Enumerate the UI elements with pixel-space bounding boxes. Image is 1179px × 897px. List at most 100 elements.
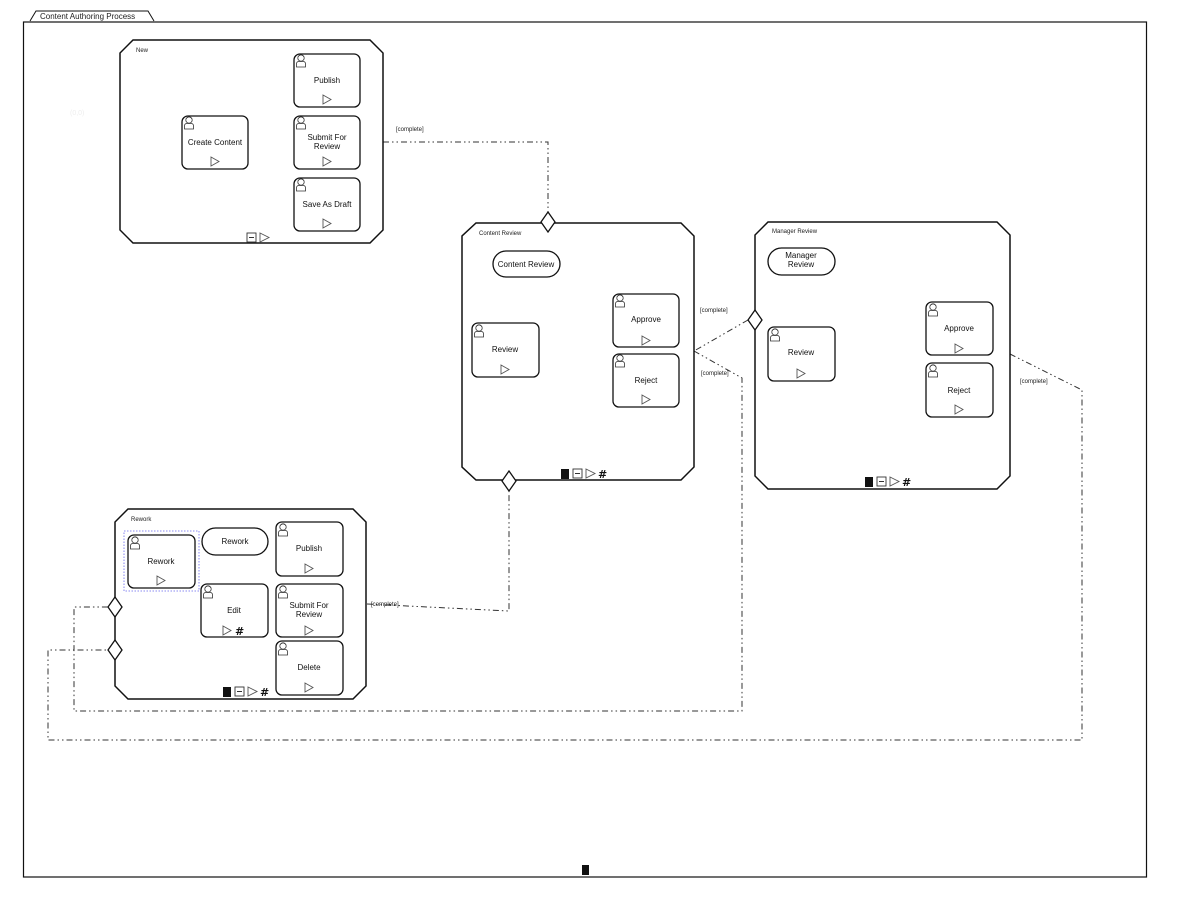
- task-reject[interactable]: Reject: [612, 353, 680, 408]
- transition-content-review-to-rework[interactable]: [73, 350, 743, 712]
- entry-gateway[interactable]: [107, 595, 123, 619]
- role-content-review[interactable]: Content Review: [492, 250, 561, 278]
- play-icon: [304, 682, 314, 693]
- state-toolbar: #: [865, 476, 911, 489]
- task-label-line: Review: [314, 142, 340, 151]
- filled-box-icon[interactable]: [223, 687, 231, 697]
- entry-gateway[interactable]: [540, 210, 556, 234]
- minus-box-icon[interactable]: [246, 232, 257, 243]
- task-label-line: Submit For: [289, 601, 328, 610]
- task-label: Reject: [948, 386, 971, 395]
- play-icon: [954, 404, 964, 415]
- task-label: Publish: [296, 544, 322, 553]
- task-save-as-draft[interactable]: Save As Draft: [293, 177, 361, 232]
- origin-marker: (0,0): [70, 110, 84, 117]
- play-icon: [500, 364, 510, 375]
- minus-box-icon[interactable]: [876, 476, 887, 487]
- role-label: Content Review: [498, 260, 555, 269]
- play-icon: [304, 625, 314, 636]
- selection-outline: [123, 530, 200, 592]
- task-label: Review: [492, 345, 518, 354]
- filled-box-icon[interactable]: [865, 477, 873, 487]
- play-icon: [322, 94, 332, 105]
- play-icon: [222, 625, 232, 636]
- process-title: Content Authoring Process: [40, 12, 135, 21]
- transition-label: [complete]: [371, 602, 399, 608]
- task-review[interactable]: Review: [471, 322, 540, 378]
- hash-icon[interactable]: #: [260, 686, 269, 699]
- task-label: Publish: [314, 76, 340, 85]
- task-review[interactable]: Review: [767, 326, 836, 382]
- filled-box-icon[interactable]: [561, 469, 569, 479]
- task-create-content[interactable]: Create Content: [181, 115, 249, 170]
- state-label: Manager Review: [772, 229, 818, 235]
- process-frame: Content Authoring Process (0,0): [22, 10, 1148, 878]
- transition-label: [complete]: [1020, 379, 1048, 385]
- hash-icon[interactable]: #: [902, 476, 911, 489]
- task-approve[interactable]: Approve: [925, 301, 994, 356]
- play-icon[interactable]: [889, 476, 901, 487]
- entry-gateway[interactable]: [747, 308, 763, 332]
- transition-new-to-content-review[interactable]: [383, 141, 549, 213]
- transition-label: [complete]: [700, 308, 728, 314]
- state-label: Content Review: [479, 231, 522, 237]
- play-icon[interactable]: [259, 232, 271, 243]
- transition-content-review-to-manager-review[interactable]: [693, 319, 749, 352]
- transition-rework-to-content-review[interactable]: [366, 490, 510, 612]
- process-end-marker-icon[interactable]: [582, 865, 589, 875]
- role-label-line: Review: [788, 260, 814, 269]
- role-label: Rework: [221, 537, 249, 546]
- hash-icon[interactable]: #: [598, 468, 607, 481]
- task-reject[interactable]: Reject: [925, 362, 994, 418]
- task-publish[interactable]: Publish: [275, 521, 344, 577]
- role-label-line: Manager: [785, 251, 817, 260]
- state-label: Rework: [131, 517, 152, 523]
- play-icon: [304, 563, 314, 574]
- play-icon: [954, 343, 964, 354]
- state-toolbar: #: [223, 686, 269, 699]
- state-toolbar: #: [561, 468, 607, 481]
- task-rework[interactable]: Rework: [127, 534, 196, 589]
- entry-gateway[interactable]: [107, 638, 123, 662]
- play-icon: [641, 335, 651, 346]
- task-label: Delete: [297, 663, 321, 672]
- state-content-review[interactable]: Content Review Content Review Review App…: [461, 210, 695, 493]
- task-delete[interactable]: Delete: [275, 640, 344, 696]
- task-edit[interactable]: Edit #: [200, 583, 269, 638]
- task-label: Create Content: [188, 138, 243, 147]
- play-icon: [641, 394, 651, 405]
- task-label: Approve: [631, 315, 661, 324]
- exit-gateway[interactable]: [501, 469, 517, 493]
- task-label: Rework: [147, 557, 175, 566]
- task-approve[interactable]: Approve: [612, 293, 680, 348]
- play-icon: [156, 575, 166, 586]
- task-label-line: Submit For: [307, 133, 346, 142]
- minus-box-icon[interactable]: [572, 468, 583, 479]
- minus-box-icon[interactable]: [234, 686, 245, 697]
- play-icon: [796, 368, 806, 379]
- play-icon: [322, 218, 332, 229]
- play-icon[interactable]: [247, 686, 259, 697]
- transitions: [complete] [complete] [complete] [comple…: [47, 127, 1083, 741]
- state-rework[interactable]: Rework Rework Rework Publish Edit #: [107, 508, 367, 700]
- task-label: Approve: [944, 324, 974, 333]
- task-label: Reject: [635, 376, 658, 385]
- transition-label: [complete]: [701, 371, 729, 377]
- play-icon[interactable]: [585, 468, 597, 479]
- role-rework[interactable]: Rework: [201, 527, 269, 556]
- task-label: Save As Draft: [303, 200, 353, 209]
- play-icon: [210, 156, 220, 167]
- task-publish[interactable]: Publish: [293, 53, 361, 108]
- task-label: Edit: [227, 606, 242, 615]
- task-label-line: Review: [296, 610, 322, 619]
- play-icon: [322, 156, 332, 167]
